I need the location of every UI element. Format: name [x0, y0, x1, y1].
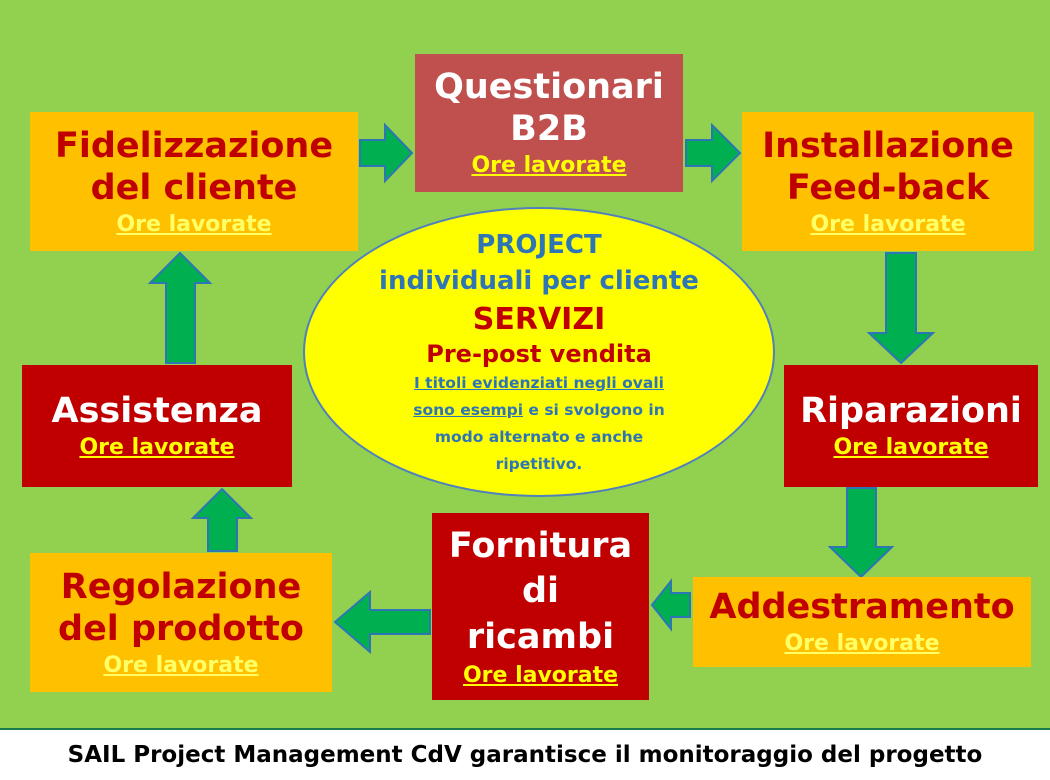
box-title: B2B: [510, 109, 588, 150]
center-oval: PROJECT individuali per cliente SERVIZI …: [303, 207, 775, 497]
oval-project-label: PROJECT: [476, 229, 602, 260]
box-title: Installazione: [762, 125, 1014, 166]
oval-subtitle: individuali per cliente: [379, 265, 699, 296]
oval-servizi-label: SERVIZI: [472, 302, 606, 338]
arrow-right-1: [359, 122, 414, 184]
box-title: del cliente: [90, 167, 298, 208]
box-title: del prodotto: [58, 608, 304, 649]
ore-lavorate-link[interactable]: Ore lavorate: [116, 211, 272, 237]
arrow-left-1: [650, 578, 691, 632]
box-title: Riparazioni: [800, 391, 1022, 432]
box-addestramento: Addestramento Ore lavorate: [693, 577, 1031, 667]
box-title: Fidelizzazione: [54, 125, 334, 166]
box-title: Fornitura: [448, 525, 633, 566]
footer-text: SAIL Project Management CdV garantisce i…: [67, 742, 983, 768]
oval-pre-post-label: Pre-post vendita: [426, 339, 652, 368]
ore-lavorate-link[interactable]: Ore lavorate: [79, 435, 235, 461]
arrow-down-2: [827, 487, 895, 579]
oval-note-line: modo alternato e anche: [434, 428, 644, 447]
ore-lavorate-link[interactable]: Ore lavorate: [471, 153, 627, 179]
oval-note: I titoli evidenziati negli ovali sono es…: [413, 370, 664, 479]
ore-lavorate-link[interactable]: Ore lavorate: [833, 435, 989, 461]
box-title: Addestramento: [709, 587, 1015, 628]
box-title: Assistenza: [51, 391, 263, 432]
oval-note-line: sono esempi e si svolgono in: [413, 397, 664, 424]
box-regolazione: Regolazione del prodotto Ore lavorate: [30, 553, 332, 692]
arrow-down-1: [866, 252, 936, 365]
box-assistenza: Assistenza Ore lavorate: [22, 365, 292, 487]
ore-lavorate-link[interactable]: Ore lavorate: [784, 631, 940, 657]
arrow-right-2: [685, 122, 742, 184]
oval-note-underlined: sono esempi: [413, 400, 524, 419]
footer-banner: SAIL Project Management CdV garantisce i…: [0, 728, 1050, 780]
box-title: Feed-back: [786, 167, 990, 208]
box-title: Regolazione: [60, 566, 302, 607]
box-title: ricambi: [466, 616, 615, 657]
box-fornitura: Fornitura di ricambi Ore lavorate: [432, 513, 649, 700]
box-title: di: [521, 571, 560, 611]
oval-note-line: I titoli evidenziati negli ovali: [414, 373, 664, 392]
box-fidelizzazione: Fidelizzazione del cliente Ore lavorate: [30, 112, 358, 251]
arrow-up-1: [190, 487, 254, 552]
box-title: Questionari: [434, 67, 664, 108]
oval-note-line: ripetitivo.: [495, 455, 583, 474]
box-installazione: Installazione Feed-back Ore lavorate: [742, 112, 1034, 251]
arrow-left-2: [333, 589, 431, 655]
ore-lavorate-link[interactable]: Ore lavorate: [462, 663, 619, 688]
box-questionari: Questionari B2B Ore lavorate: [415, 54, 683, 192]
ore-lavorate-link[interactable]: Ore lavorate: [810, 211, 966, 237]
ore-lavorate-link[interactable]: Ore lavorate: [103, 652, 259, 678]
box-riparazioni: Riparazioni Ore lavorate: [784, 365, 1038, 487]
oval-note-rest: e si svolgono in: [523, 400, 665, 419]
arrow-up-2: [147, 251, 213, 364]
